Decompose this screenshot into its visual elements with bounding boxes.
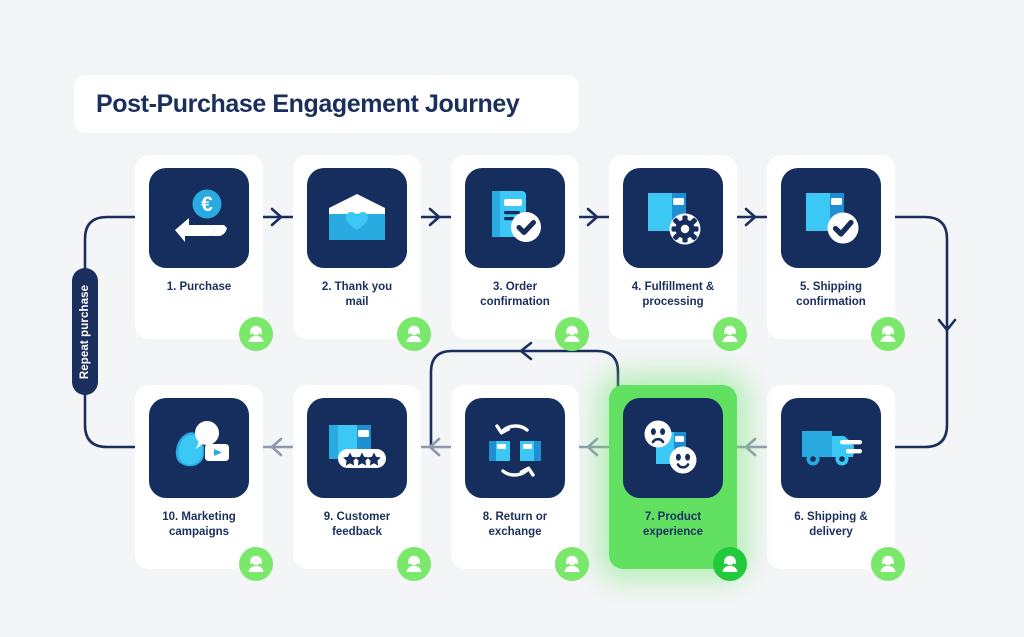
arrowhead-9-to-10 — [270, 437, 283, 457]
step-9-icon-tile — [307, 398, 407, 498]
step-8-label: 8. Return or exchange — [482, 511, 548, 539]
step-2-agent-badge[interactable] — [397, 317, 431, 351]
agent-icon — [722, 325, 738, 342]
connector-5-to-6-wrap — [891, 215, 949, 449]
box-gear-icon — [648, 193, 701, 245]
agent-icon — [722, 555, 738, 572]
step-card-5[interactable]: 5. Shipping confirmation — [767, 155, 905, 351]
step-7-label: 7. Product experience — [642, 511, 704, 539]
arrowhead-8-to-9 — [428, 437, 441, 457]
step-card-1[interactable]: € 1. Purchase — [135, 155, 273, 351]
box-check-icon — [806, 193, 859, 244]
arrowhead-7-to-9-loop — [519, 341, 533, 361]
step-6-label: 6. Shipping & delivery — [794, 511, 868, 539]
step-1-label: 1. Purchase — [166, 281, 232, 293]
step-4-agent-badge[interactable] — [713, 317, 747, 351]
step-3-label: 3. Order confirmation — [480, 281, 550, 309]
step-5-agent-badge[interactable] — [871, 317, 905, 351]
step-card-6[interactable]: 6. Shipping & delivery — [767, 385, 905, 581]
step-7-agent-badge[interactable] — [713, 547, 747, 581]
step-5-icon-tile — [781, 168, 881, 268]
step-card-9[interactable]: 9. Customer feedback — [293, 385, 431, 581]
step-card-10[interactable]: 10. Marketing campaigns — [135, 385, 273, 581]
step-card-2[interactable]: 2. Thank you mail — [293, 155, 431, 351]
step-3-icon-tile — [465, 168, 565, 268]
arrowhead-4-to-5 — [744, 207, 757, 227]
agent-icon — [564, 555, 580, 572]
step-10-icon-tile — [149, 398, 249, 498]
step-4-icon-tile — [623, 168, 723, 268]
agent-icon — [248, 555, 264, 572]
agent-icon — [880, 325, 896, 342]
step-card-4[interactable]: 4. Fulfillment & processing — [609, 155, 747, 351]
step-9-label: 9. Customer feedback — [323, 511, 391, 539]
repeat-purchase-text: Repeat purchase — [79, 284, 91, 379]
svg-text:€: € — [201, 193, 213, 216]
agent-icon — [564, 325, 580, 342]
connector-7-to-9-loop — [429, 349, 620, 449]
arrowhead-1-to-2 — [270, 207, 283, 227]
step-5-label: 5. Shipping confirmation — [796, 281, 866, 309]
step-card-7[interactable]: 7. Product experience — [609, 385, 747, 581]
box-stars-rating-icon — [329, 425, 386, 468]
step-1-agent-badge[interactable] — [239, 317, 273, 351]
step-6-icon-tile — [781, 398, 881, 498]
delivery-truck-icon — [802, 431, 862, 466]
arrowhead-6-to-7 — [744, 437, 757, 457]
step-3-agent-badge[interactable] — [555, 317, 589, 351]
hand-euro-coin-icon: € — [175, 189, 227, 242]
step-7-icon-tile — [623, 398, 723, 498]
envelope-heart-icon — [329, 194, 385, 240]
step-8-icon-tile — [465, 398, 565, 498]
arrowhead-5-to-6-down — [937, 318, 957, 332]
arrowhead-2-to-3 — [428, 207, 441, 227]
step-card-3[interactable]: 3. Order confirmation — [451, 155, 589, 351]
step-10-agent-badge[interactable] — [239, 547, 273, 581]
page-title-card: Post-Purchase Engagement Journey — [74, 75, 579, 133]
arrowhead-7-to-8 — [586, 437, 599, 457]
step-6-agent-badge[interactable] — [871, 547, 905, 581]
arrowhead-3-to-4 — [586, 207, 599, 227]
document-check-icon — [492, 191, 541, 242]
megaphone-media-icon — [175, 421, 229, 467]
agent-icon — [406, 555, 422, 572]
step-10-label: 10. Marketing campaigns — [162, 511, 236, 539]
box-emoji-faces-icon — [644, 420, 697, 474]
step-2-label: 2. Thank you mail — [321, 281, 393, 309]
step-1-icon-tile: € — [149, 168, 249, 268]
page-title: Post-Purchase Engagement Journey — [96, 89, 520, 118]
boxes-return-arrows-icon — [489, 424, 541, 477]
agent-icon — [406, 325, 422, 342]
step-4-label: 4. Fulfillment & processing — [631, 281, 715, 309]
step-8-agent-badge[interactable] — [555, 547, 589, 581]
repeat-purchase-label: Repeat purchase — [72, 268, 98, 395]
step-card-8[interactable]: 8. Return or exchange — [451, 385, 589, 581]
agent-icon — [248, 325, 264, 342]
step-9-agent-badge[interactable] — [397, 547, 431, 581]
agent-icon — [880, 555, 896, 572]
step-2-icon-tile — [307, 168, 407, 268]
